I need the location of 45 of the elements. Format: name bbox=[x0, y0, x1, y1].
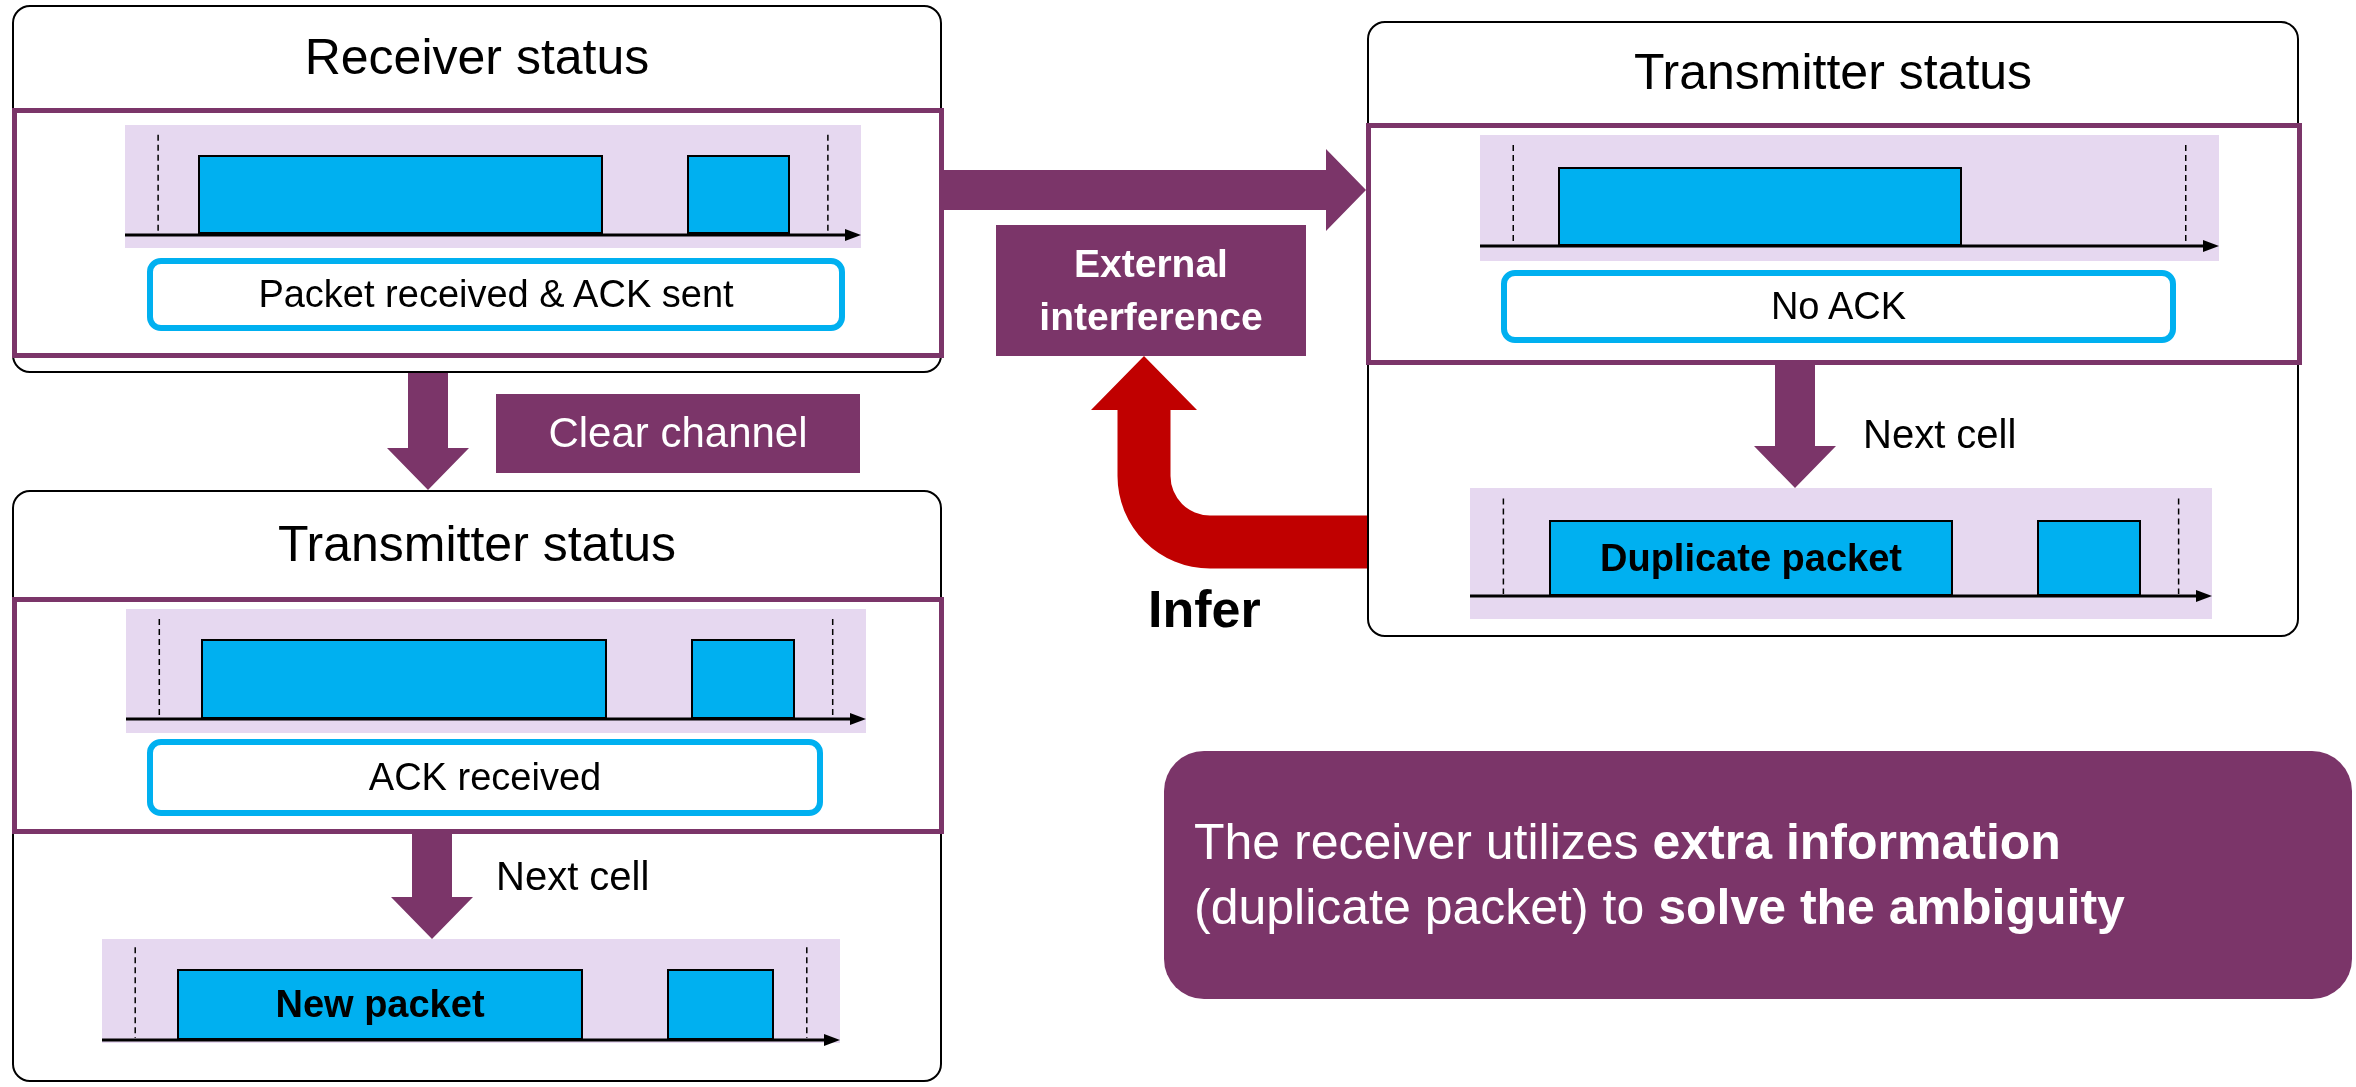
packet-block bbox=[201, 639, 607, 719]
status-label: No ACK bbox=[1770, 285, 1907, 328]
tag-box bbox=[996, 225, 1306, 356]
packet-block bbox=[667, 969, 774, 1040]
status-panel bbox=[12, 490, 942, 1082]
packet-block bbox=[691, 639, 795, 719]
packet-block bbox=[1558, 167, 1962, 246]
edge-label: Next cell bbox=[496, 853, 650, 900]
packet-label: Duplicate packet bbox=[1600, 536, 1902, 580]
status-box bbox=[147, 739, 823, 816]
panel-title: Transmitter status bbox=[1632, 43, 2034, 102]
block-arrow bbox=[391, 834, 473, 939]
tag-label: External interference bbox=[1038, 240, 1264, 340]
status-panel bbox=[1367, 21, 2299, 637]
block-arrow bbox=[944, 149, 1366, 231]
status-label: ACK received bbox=[368, 756, 602, 799]
packet-block bbox=[1549, 520, 1953, 596]
panel-title: Receiver status bbox=[303, 27, 651, 87]
packet-block bbox=[687, 155, 790, 234]
timeline-band bbox=[102, 939, 840, 1043]
status-label: Packet received & ACK sent bbox=[258, 273, 734, 316]
note-card bbox=[1164, 751, 2352, 999]
timeline-band bbox=[126, 609, 866, 733]
packet-block bbox=[2037, 520, 2141, 596]
packet-label: New packet bbox=[275, 983, 485, 1026]
timeline-band bbox=[125, 125, 861, 248]
highlight-frame bbox=[12, 108, 944, 358]
note-text: The receiver utilizes extra information (duplicate packet) to solve the ambiguity bbox=[1194, 813, 2126, 937]
panel-title: Transmitter status bbox=[276, 514, 678, 574]
status-box bbox=[147, 258, 845, 331]
status-box bbox=[1501, 270, 2176, 343]
edge-label: Next cell bbox=[1863, 411, 2017, 458]
packet-block bbox=[177, 969, 583, 1040]
tag-label: Clear channel bbox=[548, 408, 808, 459]
timeline-band bbox=[1480, 135, 2219, 261]
block-arrow bbox=[1091, 356, 1367, 569]
block-arrow bbox=[1754, 365, 1836, 488]
highlight-frame bbox=[1366, 123, 2302, 365]
block-arrow bbox=[387, 373, 469, 490]
status-panel bbox=[12, 5, 942, 373]
tag-box bbox=[496, 394, 860, 473]
packet-block bbox=[198, 155, 603, 234]
edge-label: Infer bbox=[1148, 579, 1261, 640]
highlight-frame bbox=[12, 597, 944, 834]
timeline-band bbox=[1470, 488, 2212, 619]
